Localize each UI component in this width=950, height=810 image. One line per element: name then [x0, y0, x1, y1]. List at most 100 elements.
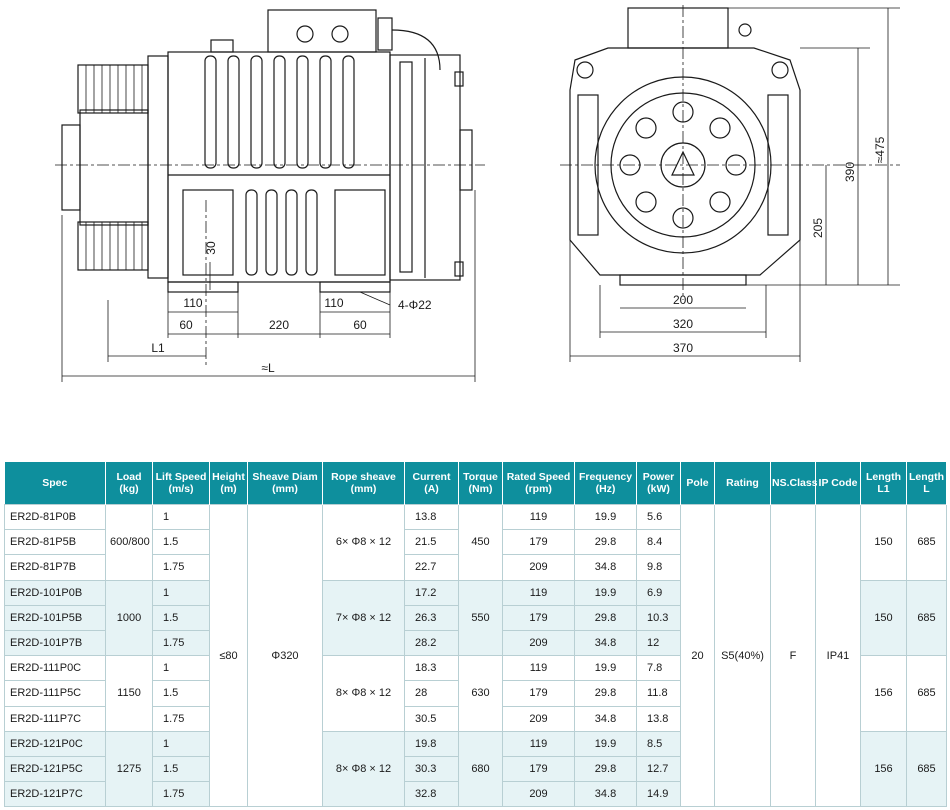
table-cell: 29.8: [574, 680, 637, 707]
table-cell: ER2D-111P7C: [4, 705, 106, 732]
table-cell: 685: [906, 579, 947, 657]
column-header: Rope sheave(mm): [322, 462, 405, 505]
table-cell: 29.8: [574, 604, 637, 631]
table-cell: 119: [502, 655, 575, 682]
table-cell: 209: [502, 629, 575, 657]
column-header: Frequency(Hz): [574, 462, 637, 505]
table-cell: 450: [458, 504, 503, 581]
table-cell: 17.2: [404, 579, 459, 606]
table-cell: 5.6: [636, 503, 681, 531]
table-cell: 32.8: [404, 781, 459, 808]
column-header: Rating: [714, 462, 771, 505]
table-cell: 19.9: [574, 579, 637, 606]
table-cell: 7.8: [636, 655, 681, 682]
table-cell: ER2D-81P7B: [4, 554, 106, 581]
table-cell: 8.5: [636, 730, 681, 757]
column-header: Spec: [4, 462, 106, 505]
table-cell: 1.75: [152, 705, 210, 732]
dim-390: 390: [843, 162, 857, 182]
table-cell: 685: [906, 504, 947, 581]
table-cell: ER2D-101P5B: [4, 604, 106, 631]
table-cell: 1000: [105, 579, 153, 657]
dim-475: ≈475: [873, 136, 887, 163]
table-cell: F: [770, 503, 816, 808]
table-cell: 1.5: [152, 604, 210, 631]
table-cell: ER2D-111P0C: [4, 655, 106, 682]
table-cell: 1: [152, 503, 210, 531]
table-cell: 119: [502, 503, 575, 531]
table-cell: 19.9: [574, 730, 637, 757]
table-cell: IP41: [815, 503, 861, 808]
table-cell: 209: [502, 554, 575, 581]
table-cell: 179: [502, 529, 575, 556]
front-view: [61, 9, 473, 293]
table-cell: 1: [152, 730, 210, 757]
table-cell: 150: [860, 504, 907, 581]
dim-60-left: 60: [179, 318, 193, 332]
table-cell: 209: [502, 781, 575, 808]
table-cell: ER2D-81P0B: [4, 503, 106, 531]
column-header: Power(kW): [636, 462, 681, 505]
side-view: [569, 7, 801, 286]
column-header: Rated Speed(rpm): [502, 462, 575, 505]
table-cell: ER2D-101P7B: [4, 629, 106, 657]
column-header: Pole: [680, 462, 715, 505]
table-cell: 1150: [105, 655, 153, 732]
table-cell: 19.9: [574, 655, 637, 682]
column-header: NS.Class: [770, 462, 818, 505]
table-cell: 1.75: [152, 781, 210, 808]
table-cell: 19.8: [404, 730, 459, 757]
table-cell: 28: [404, 680, 459, 707]
table-cell: 26.3: [404, 604, 459, 631]
table-cell: 28.2: [404, 629, 459, 657]
table-cell: 14.9: [636, 781, 681, 808]
table-cell: 8× Φ8 × 12: [322, 655, 405, 732]
table-cell: 6× Φ8 × 12: [322, 504, 405, 581]
table-cell: 179: [502, 680, 575, 707]
table-cell: 30.3: [404, 755, 459, 783]
table-cell: 6.9: [636, 579, 681, 606]
table-cell: ER2D-121P7C: [4, 781, 106, 808]
table-cell: ER2D-121P0C: [4, 730, 106, 757]
table-cell: 10.3: [636, 604, 681, 631]
table-cell: 209: [502, 705, 575, 732]
table-cell: 1.75: [152, 554, 210, 581]
table-cell: 1.75: [152, 629, 210, 657]
table-cell: 179: [502, 755, 575, 783]
dim-110-right: 110: [324, 296, 343, 310]
table-cell: 680: [458, 730, 503, 808]
table-cell: 34.8: [574, 705, 637, 732]
dim-320: 320: [673, 317, 693, 331]
table-cell: S5(40%): [714, 503, 771, 808]
column-header: Load(kg): [105, 462, 153, 505]
column-header: IP Code: [815, 462, 861, 505]
dim-200: 200: [673, 293, 693, 307]
column-header: Sheave Diam(mm): [247, 462, 323, 505]
table-cell: Φ320: [247, 503, 323, 808]
table-cell: 1.5: [152, 680, 210, 707]
table-cell: 150: [860, 579, 907, 657]
table-cell: 550: [458, 579, 503, 657]
dim-60-right: 60: [353, 318, 367, 332]
table-cell: 34.8: [574, 554, 637, 581]
table-cell: 7× Φ8 × 12: [322, 579, 405, 657]
dim-220: 220: [269, 318, 289, 332]
dim-holes: 4-Φ22: [398, 298, 432, 312]
table-cell: 29.8: [574, 529, 637, 556]
table-cell: 29.8: [574, 755, 637, 783]
dim-205: 205: [811, 218, 825, 238]
dim-30: 30: [204, 241, 218, 255]
table-cell: 1.5: [152, 529, 210, 556]
column-header: Height(m): [209, 462, 248, 505]
column-header: Lift Speed(m/s): [152, 462, 210, 505]
